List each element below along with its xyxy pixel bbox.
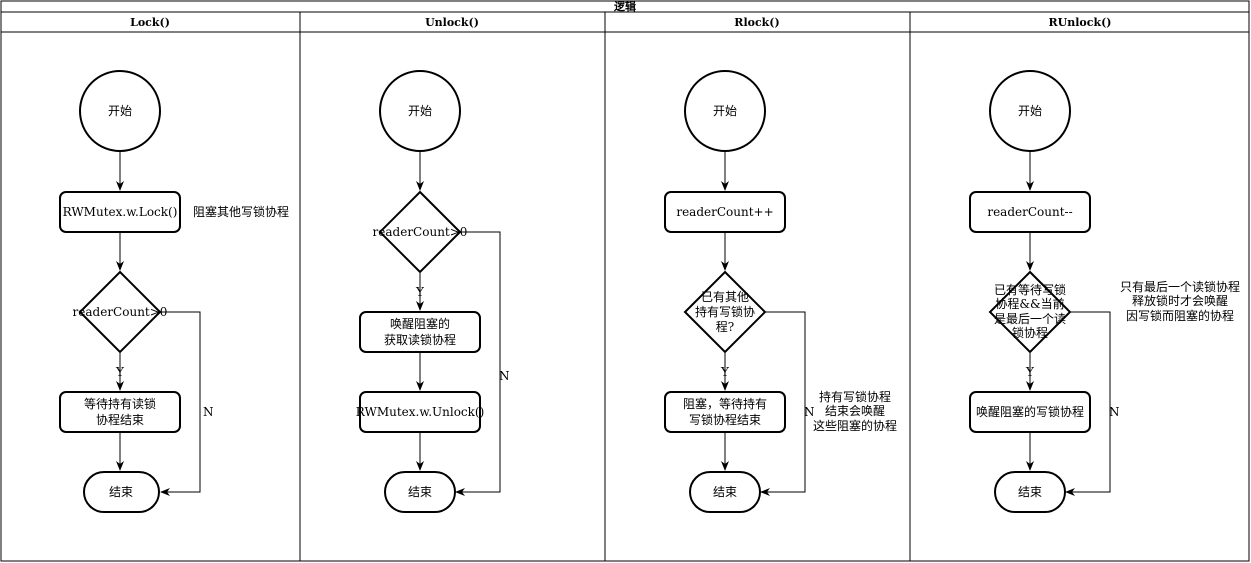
- process-label: readerCount++: [676, 205, 773, 219]
- edge-label-no: N: [1109, 405, 1120, 419]
- start-label: 开始: [713, 104, 737, 118]
- decision-label-line: 是最后一个读: [994, 312, 1066, 326]
- annotation-line: 持有写锁协程: [819, 389, 891, 404]
- edge-label-yes: Y: [115, 365, 125, 379]
- annotation-line: 释放锁时才会唤醒: [1132, 293, 1228, 308]
- edge-label-yes: Y: [415, 285, 425, 299]
- lane-header-unlock: Unlock(): [425, 16, 479, 29]
- edge-label-no: N: [499, 369, 510, 383]
- end-node: [689, 471, 761, 513]
- decision-label-line: 程?: [716, 319, 734, 334]
- process-label-line: 协程结束: [96, 412, 144, 427]
- edge-no: [1065, 311, 1111, 496]
- decision-label: readerCount>0: [373, 225, 468, 239]
- decision-label-line: 锁协程: [1012, 325, 1048, 340]
- decision-label-line: 持有写锁协: [695, 304, 755, 319]
- end-node: [994, 471, 1066, 513]
- lane-header-lock: Lock(): [130, 16, 170, 29]
- end-node: [384, 471, 456, 513]
- lane-unlock: 开始 readerCount>0 Y 唤醒阻塞的 获取读锁协程 RWMutex.…: [356, 70, 510, 513]
- end-label: 结束: [713, 485, 737, 499]
- edge-label-no: N: [203, 405, 214, 419]
- process-label-line: 阻塞，等待持有: [683, 396, 767, 411]
- edge-no: [760, 311, 806, 496]
- process-label: RWMutex.w.Unlock(): [356, 405, 485, 419]
- edge-label-yes: Y: [720, 365, 730, 379]
- end-node: [83, 471, 160, 513]
- process-label-line: 获取读锁协程: [384, 332, 456, 347]
- edge-no: [455, 231, 501, 496]
- process-label: RWMutex.w.Lock(): [63, 205, 178, 219]
- lane-header-runlock: RUnlock(): [1049, 16, 1112, 29]
- process-label: 唤醒阻塞的写锁协程: [976, 404, 1084, 419]
- end-label: 结束: [1018, 485, 1042, 499]
- start-label: 开始: [108, 104, 132, 118]
- lane-header-rlock: Rlock(): [734, 16, 779, 29]
- process-label: readerCount--: [987, 205, 1072, 219]
- annotation-text: 阻塞其他写锁协程: [193, 204, 289, 219]
- end-label: 结束: [109, 485, 133, 499]
- start-label: 开始: [408, 104, 432, 118]
- process-label-line: 等待持有读锁: [84, 396, 156, 411]
- start-label: 开始: [1018, 104, 1042, 118]
- annotation-line: 这些阻塞的协程: [813, 418, 897, 433]
- lane-runlock: 开始 readerCount-- 已有等待写锁 协程&&当前 是最后一个读 锁协…: [969, 70, 1240, 513]
- process-label-line: 唤醒阻塞的: [390, 316, 450, 331]
- edge-label-no: N: [804, 405, 815, 419]
- end-label: 结束: [408, 485, 432, 499]
- decision-label-line: 协程&&当前: [995, 296, 1064, 311]
- annotation-line: 因写锁而阻塞的协程: [1126, 308, 1234, 323]
- pool-title: 逻辑: [614, 0, 636, 13]
- decision-label-line: 已有其他: [701, 290, 749, 304]
- annotation-line: 只有最后一个读锁协程: [1120, 279, 1240, 294]
- edge-label-yes: Y: [1025, 365, 1035, 379]
- decision-label: readerCount>0: [73, 305, 168, 319]
- annotation-line: 结束会唤醒: [825, 404, 885, 418]
- edge-no: [160, 311, 201, 496]
- lane-lock: 开始 RWMutex.w.Lock() 阻塞其他写锁协程 readerCount…: [59, 70, 289, 513]
- process-label-line: 写锁协程结束: [689, 412, 761, 427]
- decision-label-line: 已有等待写锁: [994, 282, 1066, 297]
- lane-rlock: 开始 readerCount++ 已有其他 持有写锁协 程? Y 阻塞，等待持有…: [664, 70, 897, 513]
